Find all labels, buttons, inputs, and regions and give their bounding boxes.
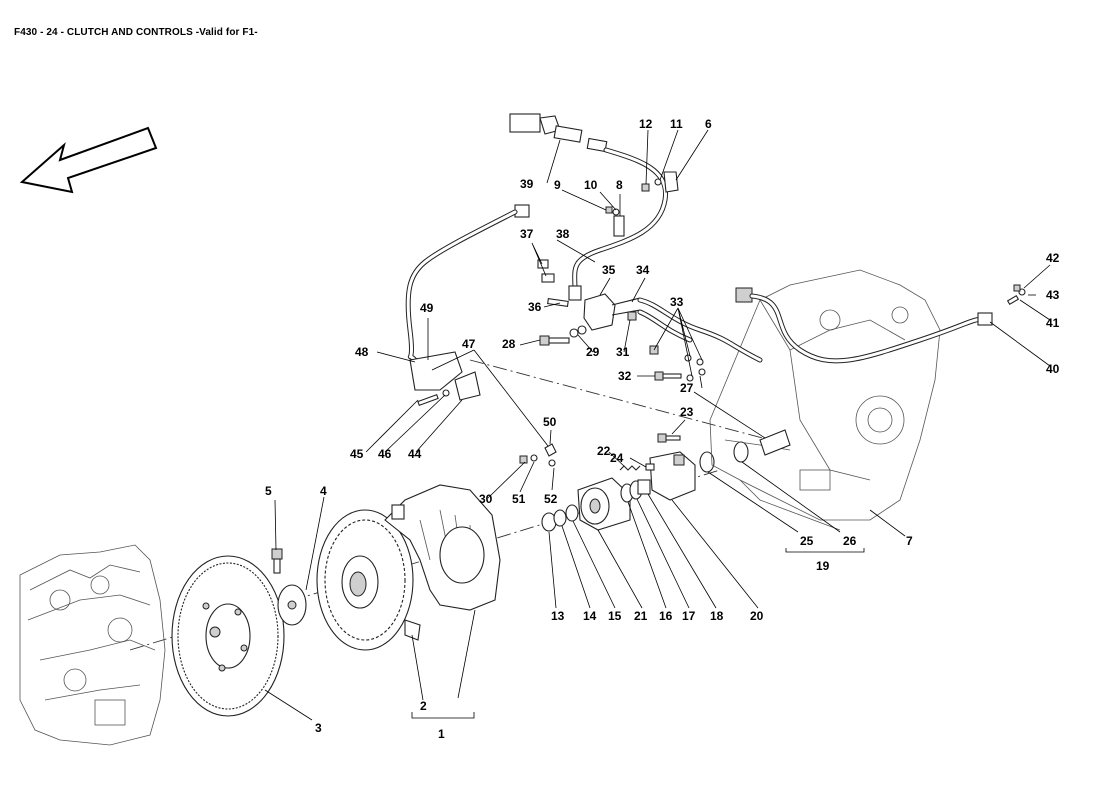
callout-3: 3 bbox=[315, 721, 322, 735]
o-ring-25 bbox=[699, 451, 715, 473]
callout-52: 52 bbox=[544, 492, 558, 506]
callout-8: 8 bbox=[616, 178, 623, 192]
callout-48: 48 bbox=[355, 345, 369, 359]
flywheel-bolt bbox=[271, 548, 283, 574]
slave-cylinder bbox=[649, 451, 696, 501]
bolt-31 bbox=[627, 311, 637, 321]
clutch-pressure-plate bbox=[384, 484, 501, 611]
callout-22: 22 bbox=[597, 444, 611, 458]
callout-28: 28 bbox=[502, 337, 516, 351]
washer-46 bbox=[442, 389, 450, 397]
callout-21: 21 bbox=[634, 609, 648, 623]
screw-45 bbox=[417, 393, 439, 407]
sensor-screw-41 bbox=[1006, 295, 1020, 305]
callout-34: 34 bbox=[636, 263, 650, 277]
callout-36: 36 bbox=[528, 300, 542, 314]
clip-50 bbox=[544, 443, 557, 457]
callout-33: 33 bbox=[670, 295, 684, 309]
callout-46: 46 bbox=[378, 447, 392, 461]
screw-12 bbox=[641, 183, 650, 192]
callout-35: 35 bbox=[602, 263, 616, 277]
callout-51: 51 bbox=[512, 492, 526, 506]
callout-26: 26 bbox=[843, 534, 857, 548]
callout-40: 40 bbox=[1046, 362, 1060, 376]
callout-38: 38 bbox=[556, 227, 570, 241]
callout-10: 10 bbox=[584, 178, 598, 192]
bracket-8 bbox=[613, 215, 625, 237]
callout-42: 42 bbox=[1046, 251, 1060, 265]
flywheel bbox=[171, 555, 285, 717]
sensor-44 bbox=[454, 371, 481, 401]
callout-9: 9 bbox=[554, 178, 561, 192]
screw-24 bbox=[645, 463, 655, 471]
callout-20: 20 bbox=[750, 609, 764, 623]
callout-32: 32 bbox=[618, 369, 632, 383]
bolt-36 bbox=[547, 298, 569, 307]
callout-41: 41 bbox=[1046, 316, 1060, 330]
hose-route-axis bbox=[469, 359, 771, 441]
spring-22 bbox=[619, 465, 641, 471]
clutch-disc bbox=[316, 509, 421, 651]
callout-37: 37 bbox=[520, 227, 534, 241]
callout-6: 6 bbox=[705, 117, 712, 131]
engine-block bbox=[19, 544, 166, 746]
callout-30: 30 bbox=[479, 492, 493, 506]
screw-30 bbox=[519, 455, 528, 464]
clip-33 bbox=[649, 345, 706, 382]
callout-5: 5 bbox=[265, 484, 272, 498]
callout-44: 44 bbox=[408, 447, 422, 461]
seal-ring-15 bbox=[565, 504, 579, 522]
o-ring-26 bbox=[733, 441, 749, 463]
callout-11: 11 bbox=[670, 117, 683, 131]
hose-junction-block bbox=[583, 293, 641, 331]
callout-29: 29 bbox=[586, 345, 600, 359]
pin-52 bbox=[548, 459, 556, 467]
gearbox-sensor-harness bbox=[735, 287, 993, 364]
callout-17: 17 bbox=[682, 609, 696, 623]
callout-19: 19 bbox=[816, 559, 830, 573]
washer-29 bbox=[569, 325, 587, 338]
callout-25: 25 bbox=[800, 534, 814, 548]
callout-23: 23 bbox=[680, 405, 694, 419]
seal-ring-14 bbox=[553, 509, 567, 527]
washer-11 bbox=[654, 178, 662, 186]
callout-15: 15 bbox=[608, 609, 622, 623]
position-sensor-cable bbox=[405, 204, 530, 391]
callout-labels: 1 2 3 4 5 6 7 8 9 10 11 12 13 14 15 16 1… bbox=[265, 117, 1060, 741]
callout-13: 13 bbox=[551, 609, 565, 623]
front-direction-arrow-icon bbox=[19, 126, 158, 194]
washer-51 bbox=[530, 454, 538, 462]
callout-31: 31 bbox=[616, 345, 630, 359]
release-bearing bbox=[577, 477, 631, 531]
gearbox-housing bbox=[709, 269, 941, 531]
callout-14: 14 bbox=[583, 609, 597, 623]
clutch-hydraulic-hose bbox=[509, 113, 679, 301]
bushing-18 bbox=[637, 479, 651, 495]
bolt-28 bbox=[539, 335, 570, 346]
washer-10 bbox=[612, 208, 620, 216]
screw-42 bbox=[1013, 284, 1021, 292]
callout-47: 47 bbox=[462, 337, 476, 351]
page-title: F430 - 24 - CLUTCH AND CONTROLS -Valid f… bbox=[14, 27, 258, 38]
callout-43: 43 bbox=[1046, 288, 1060, 302]
callout-12: 12 bbox=[639, 117, 653, 131]
callout-50: 50 bbox=[543, 415, 557, 429]
flex-plate bbox=[277, 584, 307, 626]
callout-18: 18 bbox=[710, 609, 724, 623]
screw-9 bbox=[605, 206, 613, 214]
callout-1: 1 bbox=[438, 727, 445, 741]
bolt-32 bbox=[654, 371, 682, 381]
callout-45: 45 bbox=[350, 447, 364, 461]
callout-7: 7 bbox=[906, 534, 913, 548]
callout-49: 49 bbox=[420, 301, 434, 315]
callout-27: 27 bbox=[680, 381, 694, 395]
bolt-23 bbox=[657, 433, 681, 443]
callout-16: 16 bbox=[659, 609, 673, 623]
callout-24: 24 bbox=[610, 451, 624, 465]
callout-4: 4 bbox=[320, 484, 327, 498]
callout-2: 2 bbox=[420, 699, 427, 713]
leader-lines bbox=[264, 129, 1051, 721]
callout-39: 39 bbox=[520, 177, 534, 191]
